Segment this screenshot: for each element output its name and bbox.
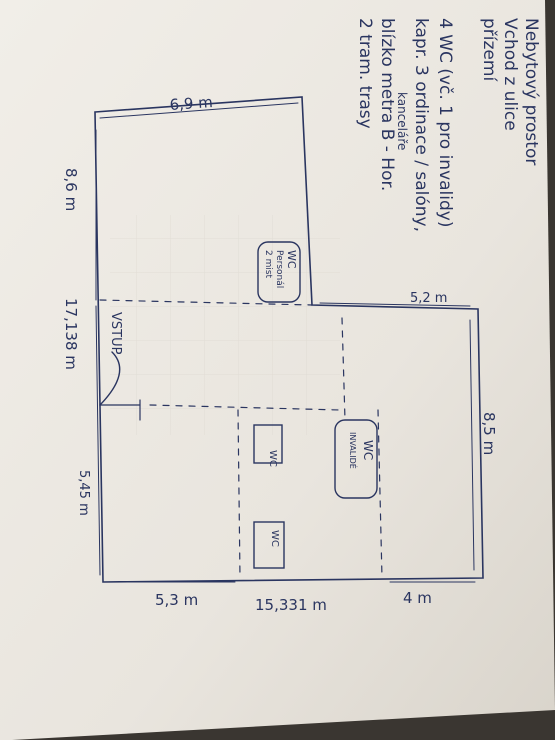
handwritten-notes: Nebytový prostor Vchod z ulice přízemí 4… [355,18,541,232]
wc-disabled-line-1: WC [361,440,375,460]
wc-staff-line-3: 2 mist [263,250,273,279]
dim-bottom-left: 5,3 m [155,591,198,609]
entrance-label: VSTUP [108,312,123,355]
note-line-5: kapr. 3 ordinace / salóny, [411,18,431,232]
wc-disabled-line-2: INVALIDÉ [348,432,359,469]
note-line-2: Vchod z ulice [500,18,520,131]
floor-plan [94,96,484,583]
dim-right-height: 8,5 m [480,412,498,455]
wc-staff-box [257,241,301,303]
note-line-7: 2 tram. trasy [355,18,375,129]
note-line-3: přízemí [479,18,499,82]
partition-dashed-4 [341,317,346,421]
wc-boxes [253,241,378,569]
dim-top-width: 6,9 m [169,93,213,114]
wc-small-a-label: WC [267,450,278,467]
note-insert: kanceláře [395,92,409,150]
partition-dashed-5 [377,409,383,579]
wc-staff-line-1: WC [285,250,298,269]
wc-small-b-box [253,521,285,569]
partition-dashed-3 [237,409,241,579]
entrance-door [99,351,121,406]
dim-left-lower: 5,45 m [76,470,91,516]
wc-disabled-box [334,419,378,499]
partition-dashed-1 [99,299,313,306]
note-line-6: blízko metra B - Hor. [377,18,397,191]
note-line-4: 4 WC (vč. 1 pro invalidy) [435,18,455,228]
dim-left-total: 17,138 m [62,298,80,370]
plan-outline [94,96,484,583]
dim-bottom-total: 15,331 m [255,596,327,614]
wc-small-b-label: WC [269,530,280,547]
wc-small-a-box [253,424,283,464]
wc-staff-line-2: Personál [274,250,284,288]
dim-right-top: 5,2 m [410,291,447,306]
partition-dashed-2 [149,404,341,411]
dim-left-upper: 8,6 m [62,168,80,211]
dim-bottom-right: 4 m [403,589,432,607]
note-line-1: Nebytový prostor [521,18,541,165]
